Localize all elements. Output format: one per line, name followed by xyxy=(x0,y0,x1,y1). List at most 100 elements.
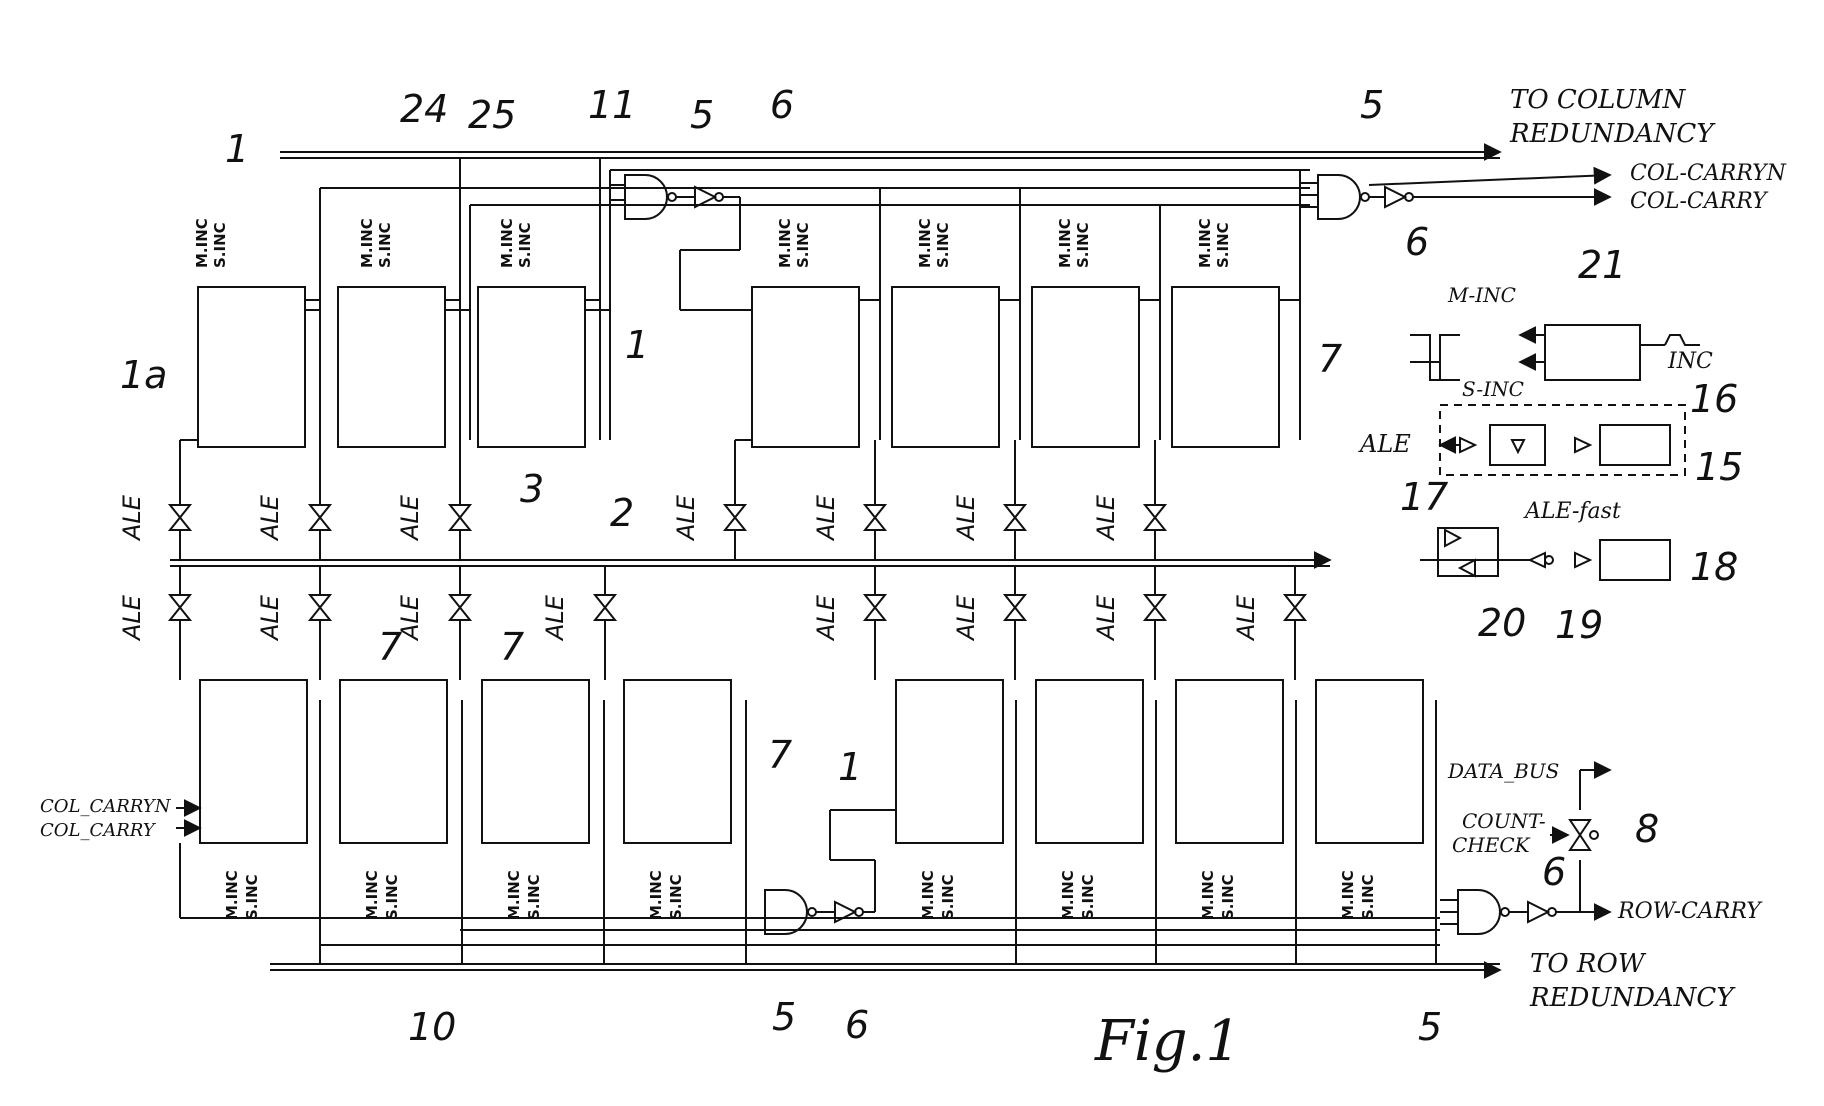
col-carry-in: COL_CARRY xyxy=(40,820,157,841)
block-21 xyxy=(1545,325,1640,380)
ref-7: 7 xyxy=(1318,337,1342,381)
col-carry-out: COL-CARRY xyxy=(1630,189,1769,214)
ale-label: ALE xyxy=(1092,494,1120,542)
s-inc-label: S.INC xyxy=(243,874,261,920)
s-inc-label: S.INC xyxy=(1079,874,1097,920)
s-inc-label: S.INC xyxy=(1214,222,1232,268)
counter-cell-1a xyxy=(198,287,305,447)
ref-21: 21 xyxy=(1578,243,1626,287)
ale-label: ALE xyxy=(118,594,146,642)
ref-25: 25 xyxy=(468,93,516,137)
ref-7: 7 xyxy=(768,733,792,777)
ale-label: ALE xyxy=(812,494,840,542)
inverter-6 xyxy=(1385,187,1405,207)
ref-10: 10 xyxy=(408,1005,456,1049)
ale-fast-label: ALE-fast xyxy=(1523,499,1621,524)
ref-1: 1 xyxy=(625,323,649,367)
m-inc-label: M.INC xyxy=(505,870,523,920)
to-column-label-1: TO COLUMN xyxy=(1510,85,1687,115)
row-carry-label: ROW-CARRY xyxy=(1617,899,1763,924)
counter-cell xyxy=(338,287,445,447)
nand-gate-5 xyxy=(765,890,807,934)
check-label: CHECK xyxy=(1452,833,1531,857)
figure-caption: Fig.1 xyxy=(1094,1009,1241,1074)
ale-label: ALE xyxy=(672,494,700,542)
s-inc-label: S.INC xyxy=(667,874,685,920)
ref-6: 6 xyxy=(770,83,794,127)
ale-label: ALE xyxy=(952,594,980,642)
to-row-label-1: TO ROW xyxy=(1530,949,1647,979)
counter-cell xyxy=(478,287,585,447)
inc-label: INC xyxy=(1667,349,1713,374)
count-label: COUNT- xyxy=(1462,809,1546,833)
ref-3: 3 xyxy=(520,467,544,511)
counter-cell xyxy=(1172,287,1279,447)
col-carryn-in: COL_CARRYN xyxy=(40,796,172,817)
ale-label: ALE xyxy=(256,594,284,642)
ale-label: ALE xyxy=(541,594,569,642)
counter-cell xyxy=(892,287,999,447)
ale-label: ALE xyxy=(952,494,980,542)
ref-24: 24 xyxy=(400,87,448,131)
m-inc-label: M.INC xyxy=(1059,870,1077,920)
m-inc-label: M.INC xyxy=(776,218,794,268)
ref-2: 2 xyxy=(610,491,634,535)
nand-gate-5 xyxy=(1318,175,1360,219)
ref-6: 6 xyxy=(1542,850,1566,894)
m-inc-label: M.INC xyxy=(1339,870,1357,920)
counter-cell xyxy=(1316,680,1423,843)
counter-cell xyxy=(482,680,589,843)
s-inc-label: S.INC xyxy=(794,222,812,268)
ale-label: ALE xyxy=(118,494,146,542)
counter-cell xyxy=(200,680,307,843)
counter-cell xyxy=(896,680,1003,843)
block-18 xyxy=(1600,540,1670,580)
ale-label-legend: ALE xyxy=(1358,430,1411,458)
counter-cell xyxy=(624,680,731,843)
s-inc-label: S.INC xyxy=(1074,222,1092,268)
ale-label: ALE xyxy=(256,494,284,542)
ref-8: 8 xyxy=(1635,807,1659,851)
counter-cell xyxy=(1176,680,1283,843)
m-inc-side: M-INC xyxy=(1447,283,1516,307)
counter-cell xyxy=(1036,680,1143,843)
s-inc-label: S.INC xyxy=(211,222,229,268)
ref-11: 11 xyxy=(588,83,636,127)
ref-6: 6 xyxy=(1405,220,1429,264)
inverter-6 xyxy=(1528,902,1548,922)
s-inc-label: S.INC xyxy=(934,222,952,268)
to-row-label-2: REDUNDANCY xyxy=(1529,983,1736,1013)
ref-5: 5 xyxy=(690,93,714,137)
s-inc-label: S.INC xyxy=(939,874,957,920)
m-inc-label: M.INC xyxy=(1196,218,1214,268)
m-inc-label: M.INC xyxy=(919,870,937,920)
ref-1: 1 xyxy=(225,127,249,171)
counter-cell xyxy=(340,680,447,843)
s-inc-label: S.INC xyxy=(383,874,401,920)
ref-5: 5 xyxy=(1418,1005,1442,1049)
ref-1: 1 xyxy=(838,745,862,789)
m-inc-label: M.INC xyxy=(916,218,934,268)
counter-cell xyxy=(752,287,859,447)
m-inc-label: M.INC xyxy=(193,218,211,268)
nand-gate-5 xyxy=(1458,890,1500,934)
counter-cell xyxy=(1032,287,1139,447)
ref-5: 5 xyxy=(772,995,796,1039)
s-inc-label: S.INC xyxy=(1359,874,1377,920)
m-inc-label: M.INC xyxy=(223,870,241,920)
m-inc-label: M.INC xyxy=(647,870,665,920)
m-inc-label: M.INC xyxy=(358,218,376,268)
ref-19: 19 xyxy=(1555,603,1603,647)
ref-5: 5 xyxy=(1360,83,1384,127)
ref-7: 7 xyxy=(500,625,524,669)
nand-gate-5 xyxy=(625,175,667,219)
ref-17: 17 xyxy=(1400,475,1448,519)
ref-16: 16 xyxy=(1690,377,1738,421)
ale-label: ALE xyxy=(1232,594,1260,642)
col-carryn-out: COL-CARRYN xyxy=(1630,161,1787,186)
m-inc-label: M.INC xyxy=(1199,870,1217,920)
s-inc-side: S-INC xyxy=(1462,377,1524,401)
data-bus-label: DATA_BUS xyxy=(1447,759,1559,783)
ref-6: 6 xyxy=(845,1003,869,1047)
ale-label: ALE xyxy=(812,594,840,642)
